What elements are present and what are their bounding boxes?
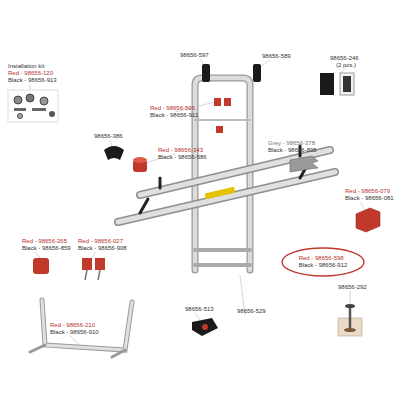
part-number: Red - 98656-027 xyxy=(78,238,123,245)
part-number: 98656-589 xyxy=(262,53,291,60)
installation-kit xyxy=(8,90,58,122)
part-number: Black - 98656-910 xyxy=(50,329,99,336)
red-knob xyxy=(133,157,147,172)
part-number: Black - 98656-081 xyxy=(345,195,394,202)
clamps xyxy=(202,64,261,133)
part-number: Red - 98656-598 xyxy=(299,255,348,262)
part-number: Red - 98656-596 xyxy=(150,105,195,112)
red-connectors xyxy=(82,258,105,280)
part-number: 98656-292 xyxy=(338,284,367,291)
wheel-rails xyxy=(118,146,335,222)
part-number: Installation kit xyxy=(8,63,44,70)
part-number: Red - 98656-079 xyxy=(345,188,390,195)
part-number: Red - 98656-120 xyxy=(8,70,53,77)
part-number: Black - 98656-912 xyxy=(299,262,348,269)
strap xyxy=(104,146,124,160)
part-number: Black - 98656-908 xyxy=(78,245,127,252)
part-number: Black - 98656-911 xyxy=(150,112,198,119)
part-number: Red - 98656-210 xyxy=(50,322,95,329)
part-number: 98656-386 xyxy=(94,133,123,140)
part-number: 98656-246 xyxy=(330,55,359,62)
part-number: Red - 98656-265 xyxy=(22,238,67,245)
leader-lines xyxy=(30,59,365,345)
part-number: (2 pcs.) xyxy=(336,62,356,69)
highlighted-part-callout: Red - 98656-598Black - 98656-912 xyxy=(281,247,365,277)
part-number: Black - 98656-586 xyxy=(158,154,207,161)
red-end-cap xyxy=(356,208,380,232)
support-foot xyxy=(192,318,218,336)
part-number: Grey - 98656-378 xyxy=(268,140,315,147)
part-number: Red - 98656-343 xyxy=(158,147,203,154)
part-number: 98656-529 xyxy=(237,308,266,315)
rubber-pads xyxy=(320,73,354,95)
lower-frame xyxy=(30,300,132,357)
part-number: Black - 98656-895 xyxy=(268,147,317,154)
part-number: 98656-513 xyxy=(185,306,214,313)
grey-hook xyxy=(290,156,318,172)
red-cap xyxy=(33,258,49,274)
part-number: Black - 98656-913 xyxy=(8,77,57,84)
part-number: 98656-597 xyxy=(180,52,209,59)
part-number: Black - 98656-859 xyxy=(22,245,71,252)
bolt xyxy=(338,304,362,336)
